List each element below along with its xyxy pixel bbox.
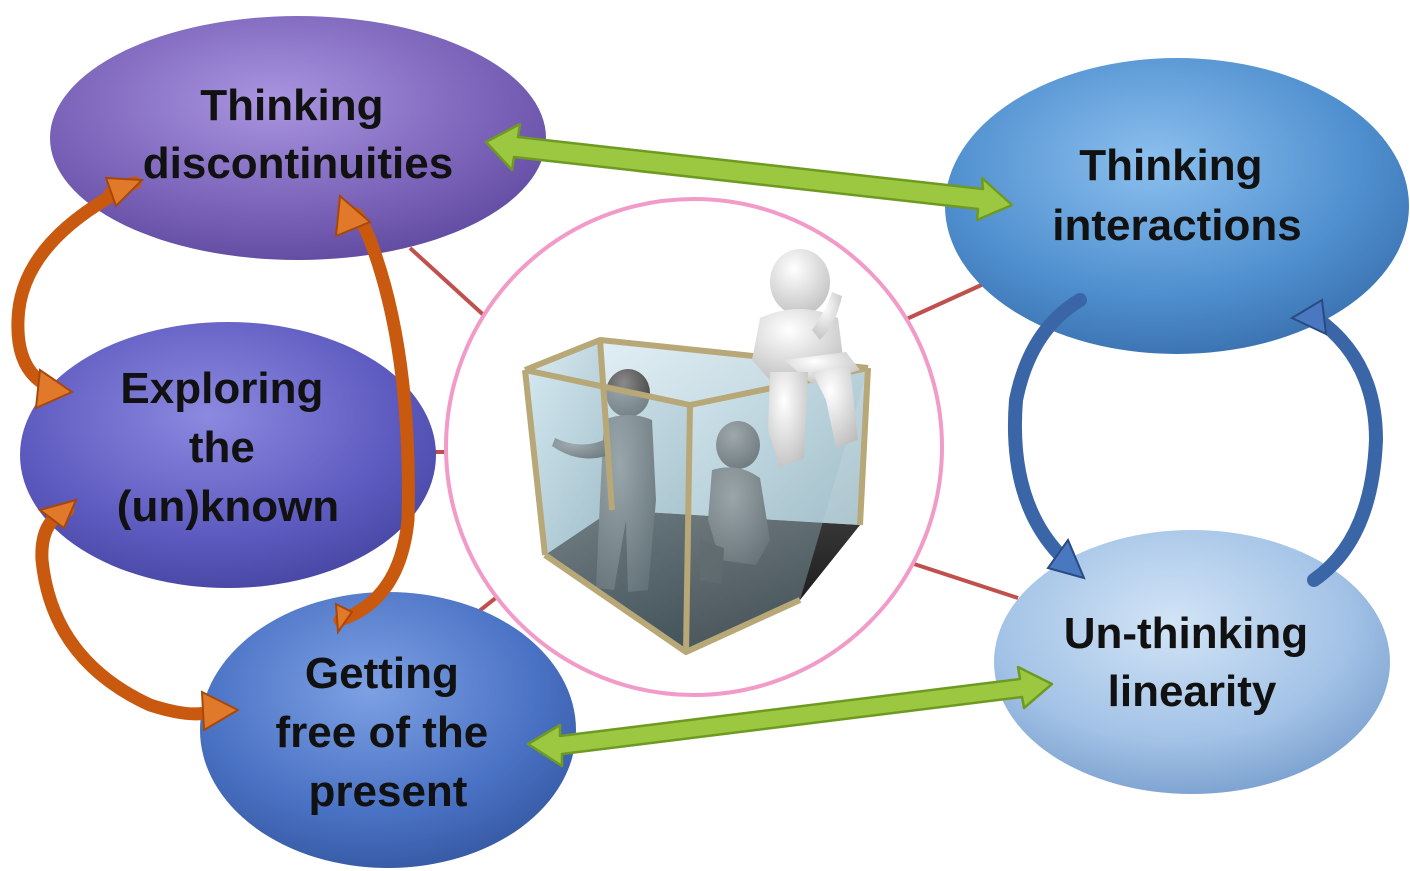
blue-arrow-linearity-to-interactions <box>1307 311 1384 587</box>
label-line: interactions <box>1052 201 1301 250</box>
label-line: Getting <box>305 649 459 698</box>
label-line: Exploring <box>120 364 323 413</box>
ellipse-unthinking-linearity <box>994 530 1390 794</box>
ellipse-exploring-unknown <box>20 322 436 588</box>
orange-arrowhead <box>37 498 78 530</box>
label-line: Thinking <box>1079 141 1262 190</box>
orange-arrowhead <box>200 690 241 732</box>
ellipse-thinking-interactions <box>945 58 1409 354</box>
orange-arrowhead <box>334 602 354 635</box>
green-arrow-bottom <box>526 665 1054 768</box>
orange-arrowhead <box>334 193 372 238</box>
node-exploring-unknown: Exploring the (un)known <box>20 322 436 588</box>
thinking-figures-in-glass-cube-icon <box>522 249 871 655</box>
orange-arrow-exploring-to-getting-free <box>35 503 217 721</box>
center-image-group <box>444 197 944 697</box>
svg-text:Un-thinking linearity: Un-thinking linearity <box>1064 609 1321 716</box>
svg-text:Thinking interactions: Thinking interactions <box>1052 141 1301 250</box>
svg-text:Thinking discontinuities: Thinking discontinuities <box>143 81 453 188</box>
label-line: (un)known <box>117 482 339 531</box>
label-line: Thinking <box>200 81 383 130</box>
blue-arrows <box>1007 293 1384 587</box>
orange-arrowhead <box>34 368 75 410</box>
connector-line-top-right <box>899 280 989 324</box>
label-line: present <box>309 767 468 816</box>
node-getting-free: Getting free of the present <box>200 592 576 868</box>
blue-arrowhead <box>1046 537 1086 580</box>
label-line: Un-thinking <box>1064 609 1308 658</box>
ellipse-getting-free <box>200 592 576 868</box>
blue-arrow-interactions-to-linearity <box>1007 293 1087 562</box>
label-line: discontinuities <box>143 139 453 188</box>
orange-arrowhead <box>104 176 145 208</box>
green-arrow-top <box>484 122 1014 222</box>
connector-line-bottom-right <box>907 560 1019 600</box>
blue-arrowhead <box>1289 298 1328 336</box>
svg-text:Exploring the (un): Exploring the (un)known <box>117 364 339 531</box>
label-line: free of the <box>276 708 489 757</box>
ellipse-thinking-discontinuities <box>50 16 546 260</box>
label-line: the <box>189 423 255 472</box>
svg-text:Getting free of the: Getting free of the present <box>276 649 501 816</box>
orange-arrows <box>11 176 415 732</box>
node-unthinking-linearity: Un-thinking linearity <box>994 530 1390 794</box>
node-thinking-discontinuities: Thinking discontinuities <box>50 16 546 260</box>
node-thinking-interactions: Thinking interactions <box>945 58 1409 354</box>
label-line: linearity <box>1108 667 1277 716</box>
orange-arrow-getting-free-to-discontinuities <box>333 207 415 627</box>
